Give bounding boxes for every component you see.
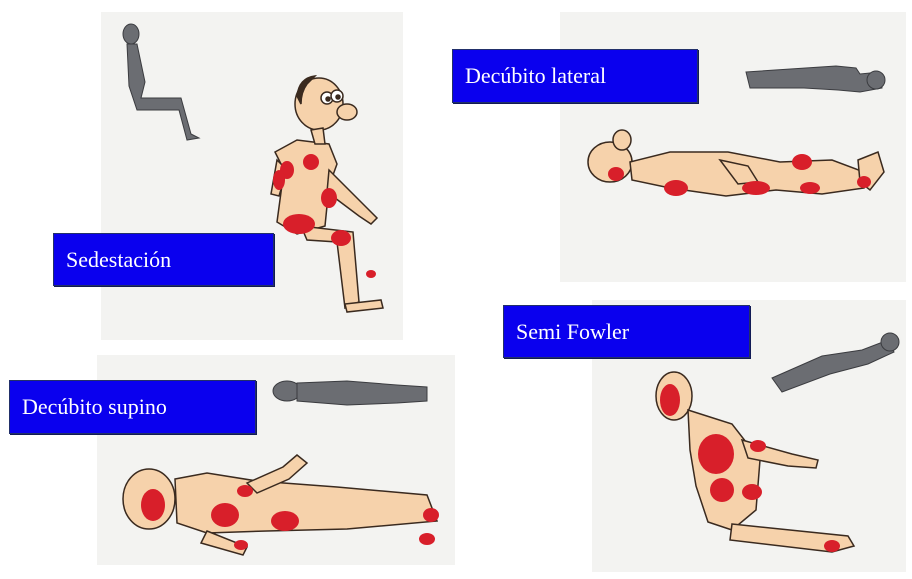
semi-fowler-silhouette-icon	[772, 333, 899, 392]
semi-fowler-figure-icon	[656, 372, 854, 552]
supine-figure-icon	[123, 455, 437, 555]
label-sedestacion: Sedestación	[53, 233, 274, 286]
supine-silhouette-icon	[273, 381, 427, 405]
sedestacion-panel	[101, 12, 403, 340]
lateral-silhouette-icon	[746, 66, 885, 92]
label-decubito-supino: Decúbito supino	[9, 380, 256, 434]
lateral-figure-icon	[588, 130, 884, 196]
label-semi-fowler: Semi Fowler	[503, 305, 750, 358]
label-decubito-lateral: Decúbito lateral	[452, 49, 698, 103]
seated-silhouette-icon	[123, 24, 199, 140]
